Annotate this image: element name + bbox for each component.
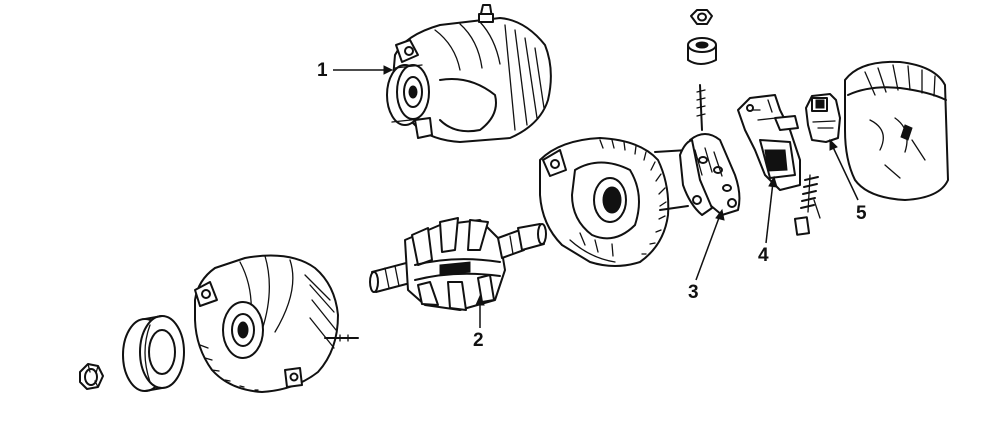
svg-text:3: 3 [688, 282, 699, 303]
callout-2: 2 [473, 294, 485, 351]
callout-5: 5 [829, 138, 867, 224]
brush-spring[interactable] [793, 174, 821, 236]
svg-text:2: 2 [473, 330, 484, 351]
rotor[interactable] [369, 217, 547, 311]
drive-end-frame[interactable] [194, 254, 359, 393]
alternator-assembly[interactable] [386, 4, 552, 143]
terminal-insulator[interactable] [687, 37, 717, 65]
callout-4: 4 [758, 175, 778, 266]
svg-text:5: 5 [856, 203, 867, 224]
rectifier[interactable] [679, 84, 741, 216]
rear-end-cover[interactable] [844, 60, 949, 201]
callout-1: 1 [317, 60, 394, 81]
terminal-nut[interactable] [690, 9, 713, 25]
pulley[interactable] [122, 315, 185, 392]
regulator[interactable] [805, 93, 841, 143]
svg-text:1: 1 [317, 60, 328, 81]
stator-rear-frame[interactable] [539, 137, 689, 267]
callout-3: 3 [688, 208, 725, 303]
svg-text:4: 4 [758, 245, 769, 266]
brush-holder[interactable] [737, 94, 801, 191]
pulley-nut[interactable] [79, 363, 104, 390]
